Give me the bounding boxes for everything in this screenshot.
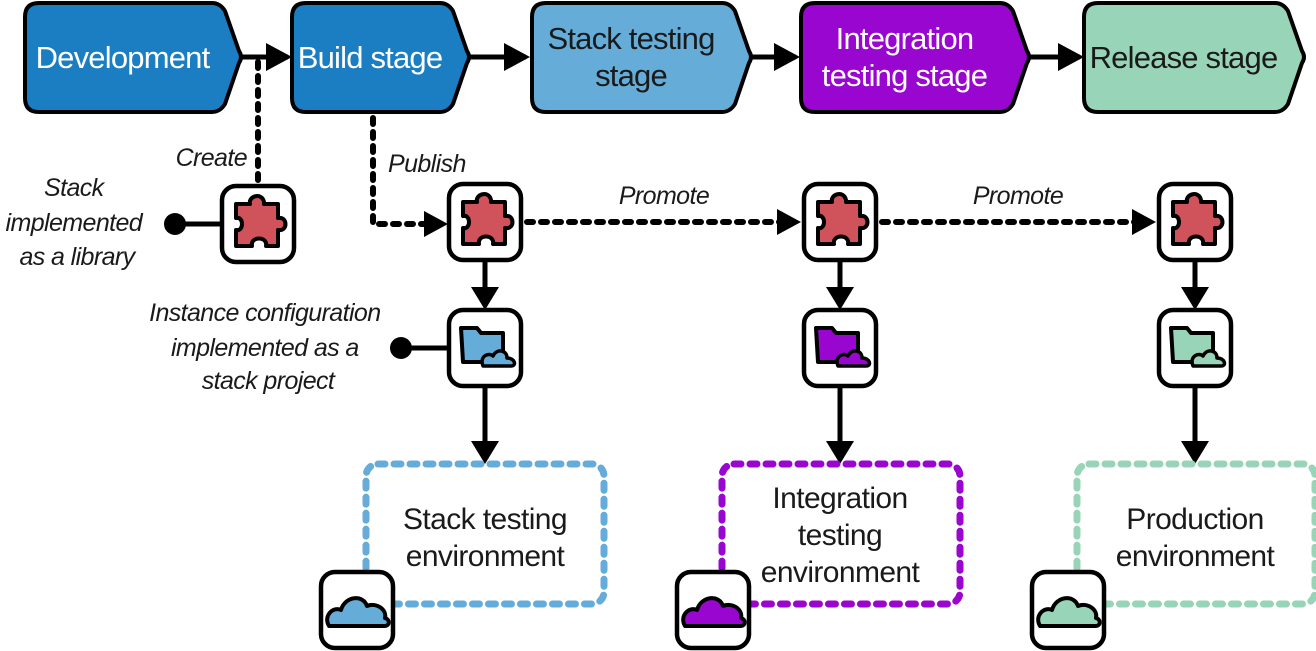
arrowhead-to-config-3 — [1181, 287, 1209, 310]
config-icon-box-1 — [446, 307, 524, 389]
stage-label-line: Integration — [836, 21, 974, 56]
cloud-icon — [1190, 349, 1227, 368]
stage-release: Release stage — [1082, 1, 1306, 114]
environment-label-line: Stack testing — [403, 503, 567, 536]
publish-label: Publish — [388, 150, 466, 178]
production-env: Production environment — [1073, 460, 1316, 608]
cloud-icon — [325, 596, 391, 628]
arrowhead-promote-2 — [1132, 209, 1156, 235]
environment-label-line: environment — [761, 556, 921, 589]
arrowhead-release — [1058, 43, 1084, 71]
environment-label-line: Integration — [772, 482, 907, 515]
library-annotation-line-2: implemented — [6, 209, 144, 237]
puzzle-piece-icon — [461, 192, 515, 246]
config-annotation-line-2: implemented as a — [171, 334, 359, 362]
config-icon-box-3 — [1156, 307, 1234, 389]
integration-testing-env: Integration testing environment — [718, 460, 964, 608]
stage-label: Development — [36, 40, 211, 75]
environment-boundary — [718, 460, 964, 608]
stage-label: Build stage — [298, 40, 443, 75]
environment-label-line: environment — [1116, 540, 1276, 573]
environment-boundary — [1073, 460, 1316, 608]
config-annotation: Instance configuration implemented as a … — [149, 299, 387, 395]
arrowhead-to-env-1 — [471, 441, 499, 464]
config-icon-box-2 — [801, 307, 879, 389]
environment-label-line: Production — [1126, 503, 1263, 536]
cloud-icon — [835, 349, 872, 368]
environment-cloud-box-1 — [318, 569, 396, 651]
environment-cloud-box-3 — [1029, 569, 1107, 651]
environment-label: Integration testing environment — [761, 482, 921, 589]
arrowhead-to-config-1 — [471, 287, 499, 310]
environment-label: Stack testing environment — [403, 503, 567, 573]
stage-shape — [799, 1, 1031, 114]
environment-label-line: environment — [406, 540, 566, 573]
cloud-icon — [1036, 596, 1102, 628]
library-annotation: Stack implemented as a library — [6, 174, 149, 271]
stage-label: Release stage — [1090, 40, 1278, 75]
arrowhead-promote-1 — [777, 209, 801, 235]
stage-label-line: Release stage — [1090, 40, 1278, 75]
config-annotation-line-3: stack project — [202, 367, 336, 395]
stage-build: Build stage — [290, 1, 471, 114]
stack-artifact-box-2 — [801, 181, 879, 263]
stage-arrows — [242, 43, 1084, 71]
puzzle-piece-icon — [234, 194, 288, 248]
stage-shape — [23, 1, 243, 114]
arrowhead-to-config-2 — [826, 287, 854, 310]
stage-label-line: Build stage — [298, 40, 443, 75]
environments: Stack testing environment Integration testi… — [362, 460, 1316, 608]
arrowhead-to-env-2 — [826, 441, 854, 464]
stack-artifact-box-3 — [1156, 181, 1234, 263]
config-annotation-line-1: Instance configuration — [149, 299, 380, 327]
arrowhead-build — [266, 43, 292, 71]
environment-boundary — [362, 460, 608, 608]
library-annotation-line-1: Stack — [44, 174, 106, 202]
cloud-icon — [480, 349, 517, 368]
promote-label-2: Promote — [973, 182, 1063, 210]
environment-label-line: testing — [798, 519, 882, 552]
arrowhead-integration — [774, 43, 800, 71]
promote-label-1: Promote — [619, 182, 709, 210]
stack-artifact-box-1 — [446, 181, 524, 263]
stage-label-line: Development — [36, 40, 211, 75]
stage-development: Development — [23, 1, 243, 114]
puzzle-piece-icon — [1171, 192, 1225, 246]
stack-testing-env: Stack testing environment — [362, 460, 608, 608]
stage-label-line: stage — [595, 58, 667, 93]
library-annotation-line-3: as a library — [19, 243, 136, 271]
stage-shape — [290, 1, 471, 114]
arrowhead-publish — [424, 211, 448, 237]
stage-shape — [1082, 1, 1306, 114]
icons — [219, 181, 1234, 651]
stage-shape — [530, 1, 753, 114]
arrowhead-to-env-3 — [1181, 441, 1209, 464]
arrowhead-stack-testing — [504, 43, 530, 71]
library-icon-box — [219, 183, 297, 265]
environment-label: Production environment — [1116, 503, 1276, 573]
environment-cloud-box-2 — [674, 569, 752, 651]
cloud-icon — [681, 596, 747, 628]
stage-label-line: Stack testing — [547, 21, 714, 56]
publish-connector — [370, 115, 431, 227]
column-arrows — [471, 260, 1209, 464]
create-label: Create — [176, 144, 247, 172]
stage-label-line: testing stage — [822, 58, 987, 93]
puzzle-piece-icon — [816, 192, 870, 246]
